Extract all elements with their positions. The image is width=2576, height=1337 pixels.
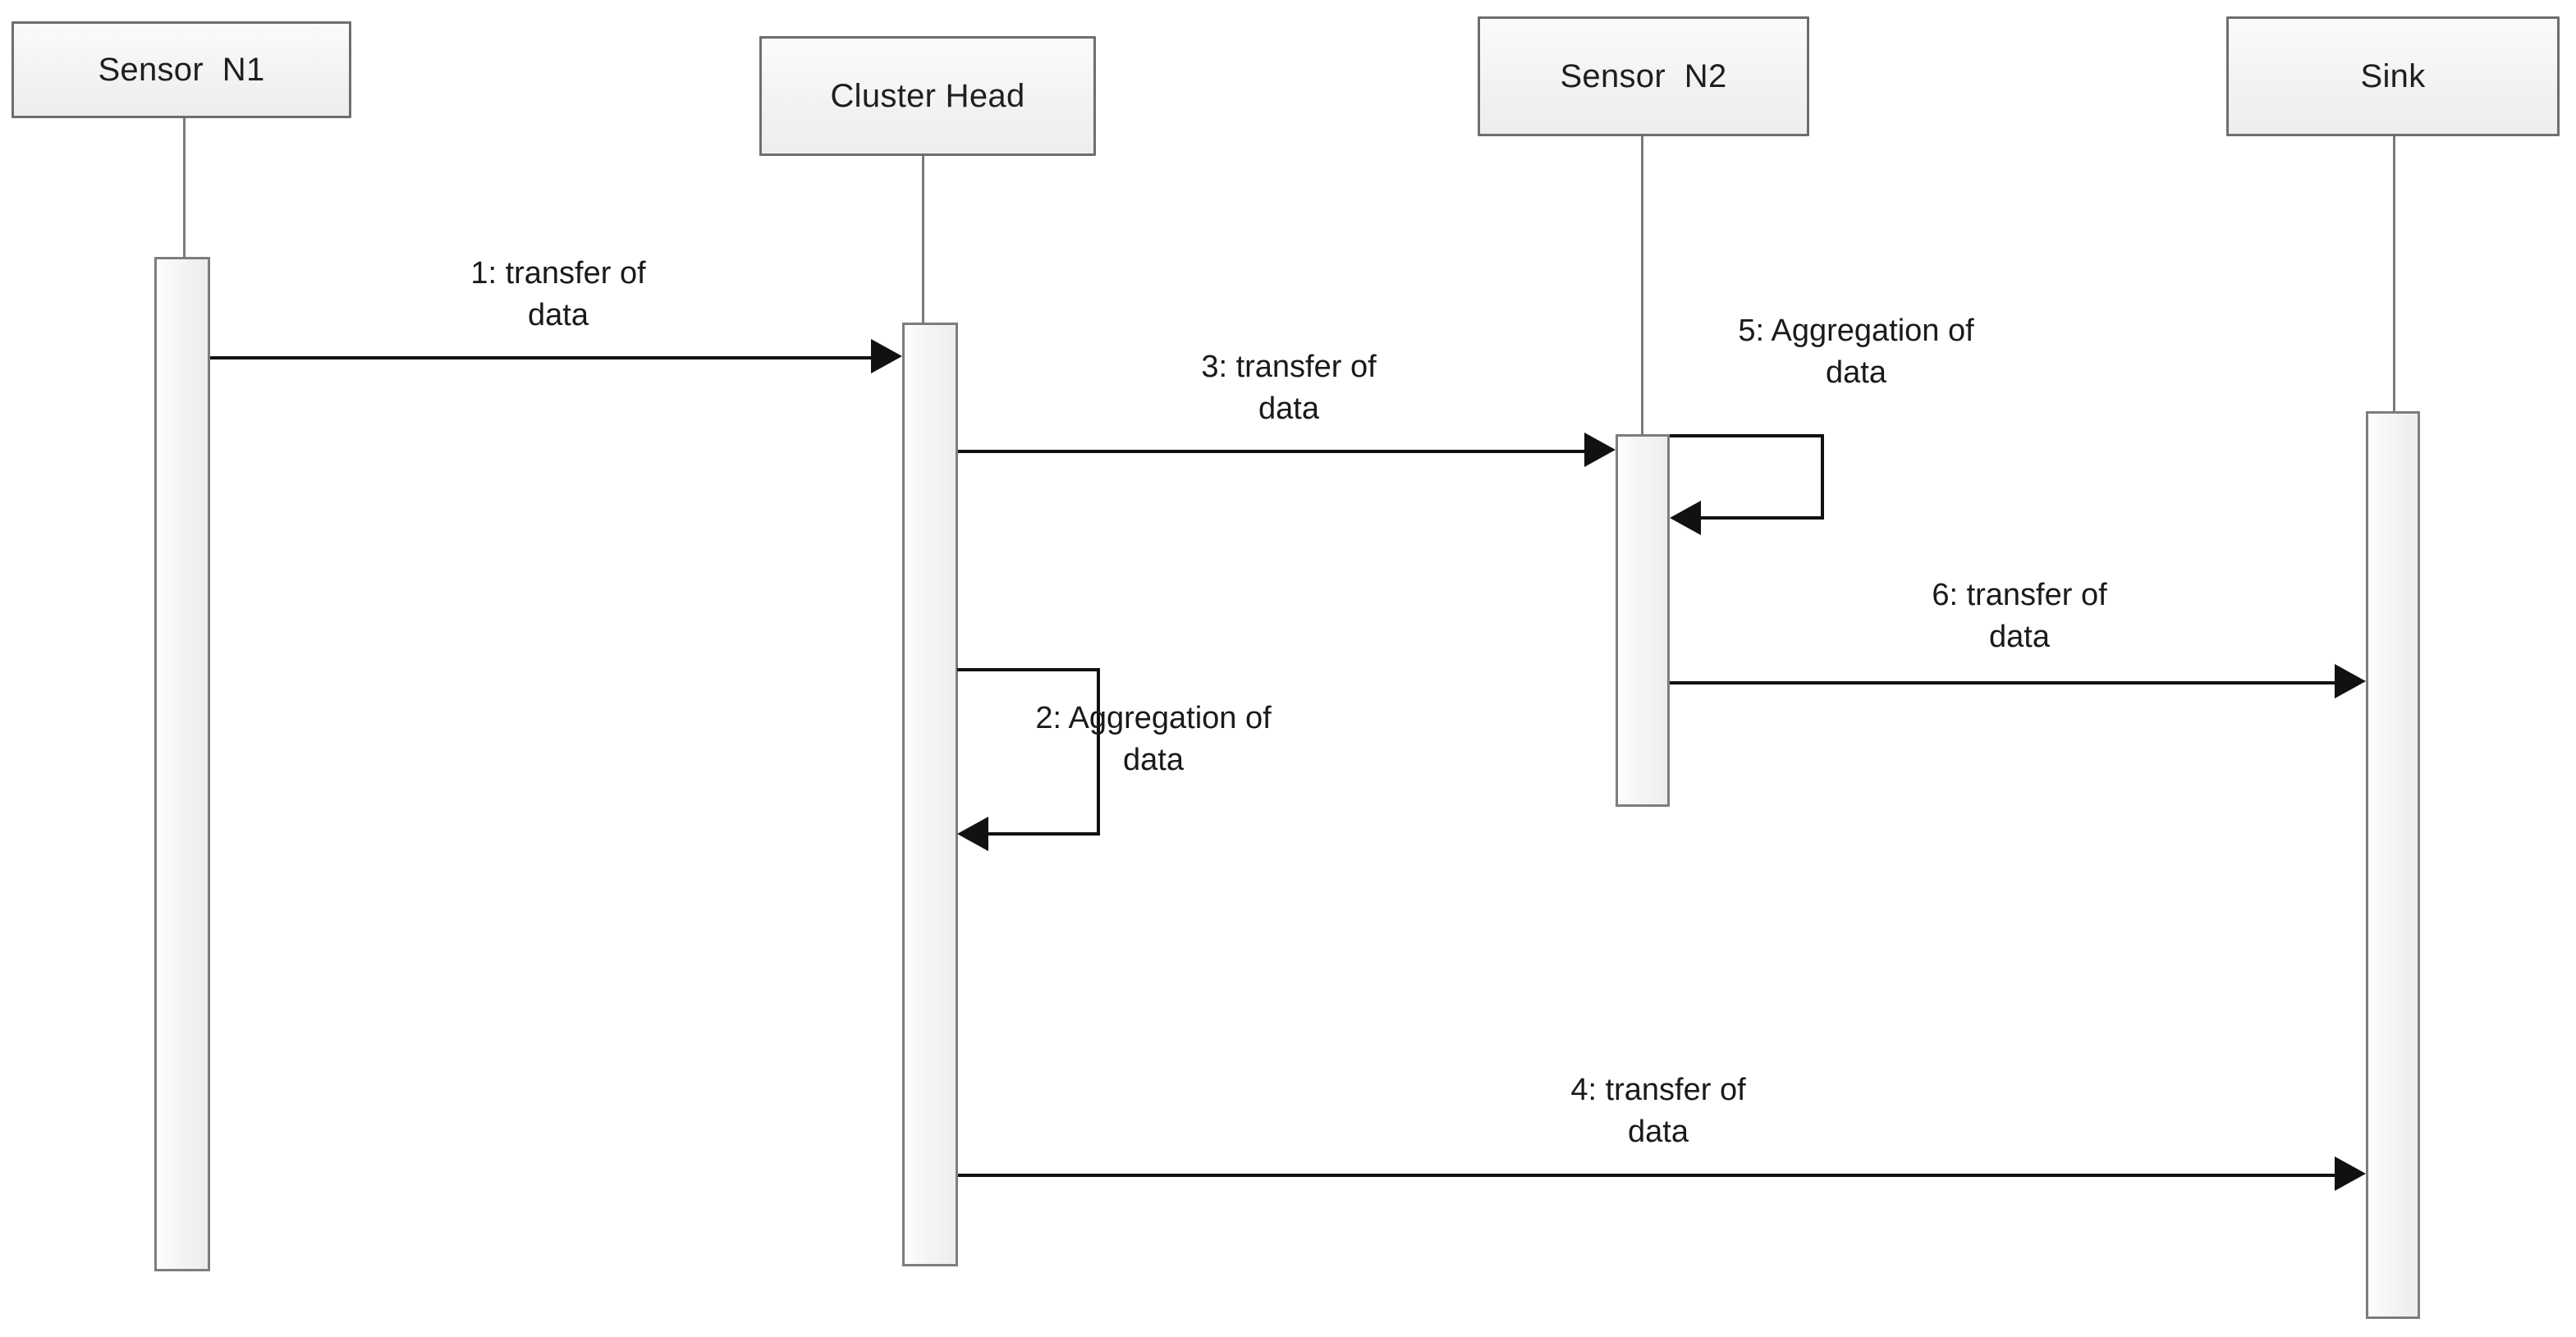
lifeline-stem-sink [2393,136,2395,417]
lifeline-label-cluster-head: Cluster Head [830,78,1025,114]
message-line-6[interactable] [1670,681,2335,685]
message-arrowhead-3 [1584,433,1616,467]
message-arrowhead-4 [2335,1156,2366,1191]
self-message-box-top-5 [1670,434,1824,437]
lifeline-label-n1: Sensor N1 [98,52,265,88]
lifeline-head-n2[interactable]: Sensor N2 [1478,16,1809,136]
activation-bar-n1[interactable] [154,257,210,1271]
message-line-1[interactable] [210,356,871,359]
lifeline-stem-n1 [183,118,186,263]
message-label-2: 2: Aggregation of data [1035,701,1272,777]
lifeline-head-cluster-head[interactable]: Cluster Head [759,36,1096,156]
message-arrowhead-2 [957,817,988,851]
lifeline-stem-cluster-head [922,156,924,328]
lifeline-head-n1[interactable]: Sensor N1 [11,21,351,118]
self-message-box-bottom-5[interactable] [1701,516,1824,520]
message-label-6: 6: transfer of data [1932,578,2107,654]
self-message-box-right-5 [1821,434,1824,516]
activation-bar-cluster-head[interactable] [902,323,958,1266]
message-label-1: 1: transfer of data [470,256,646,332]
self-message-box-top-2 [957,668,1100,671]
lifeline-stem-n2 [1641,136,1643,439]
self-message-box-right-2 [1097,668,1100,832]
message-line-4[interactable] [958,1174,2335,1177]
message-label-3: 3: transfer of data [1201,350,1377,426]
activation-bar-n2[interactable] [1616,434,1670,807]
activation-bar-sink[interactable] [2366,411,2420,1319]
message-arrowhead-6 [2335,664,2366,698]
message-arrowhead-5 [1670,501,1701,535]
message-label-5: 5: Aggregation of data [1738,314,1974,390]
lifeline-label-n2: Sensor N2 [1560,58,1727,94]
self-message-box-bottom-2[interactable] [988,832,1100,836]
message-label-4: 4: transfer of data [1570,1073,1746,1149]
message-line-3[interactable] [958,450,1584,453]
lifeline-label-sink: Sink [2360,58,2426,94]
lifeline-head-sink[interactable]: Sink [2226,16,2560,136]
message-arrowhead-1 [871,339,902,373]
